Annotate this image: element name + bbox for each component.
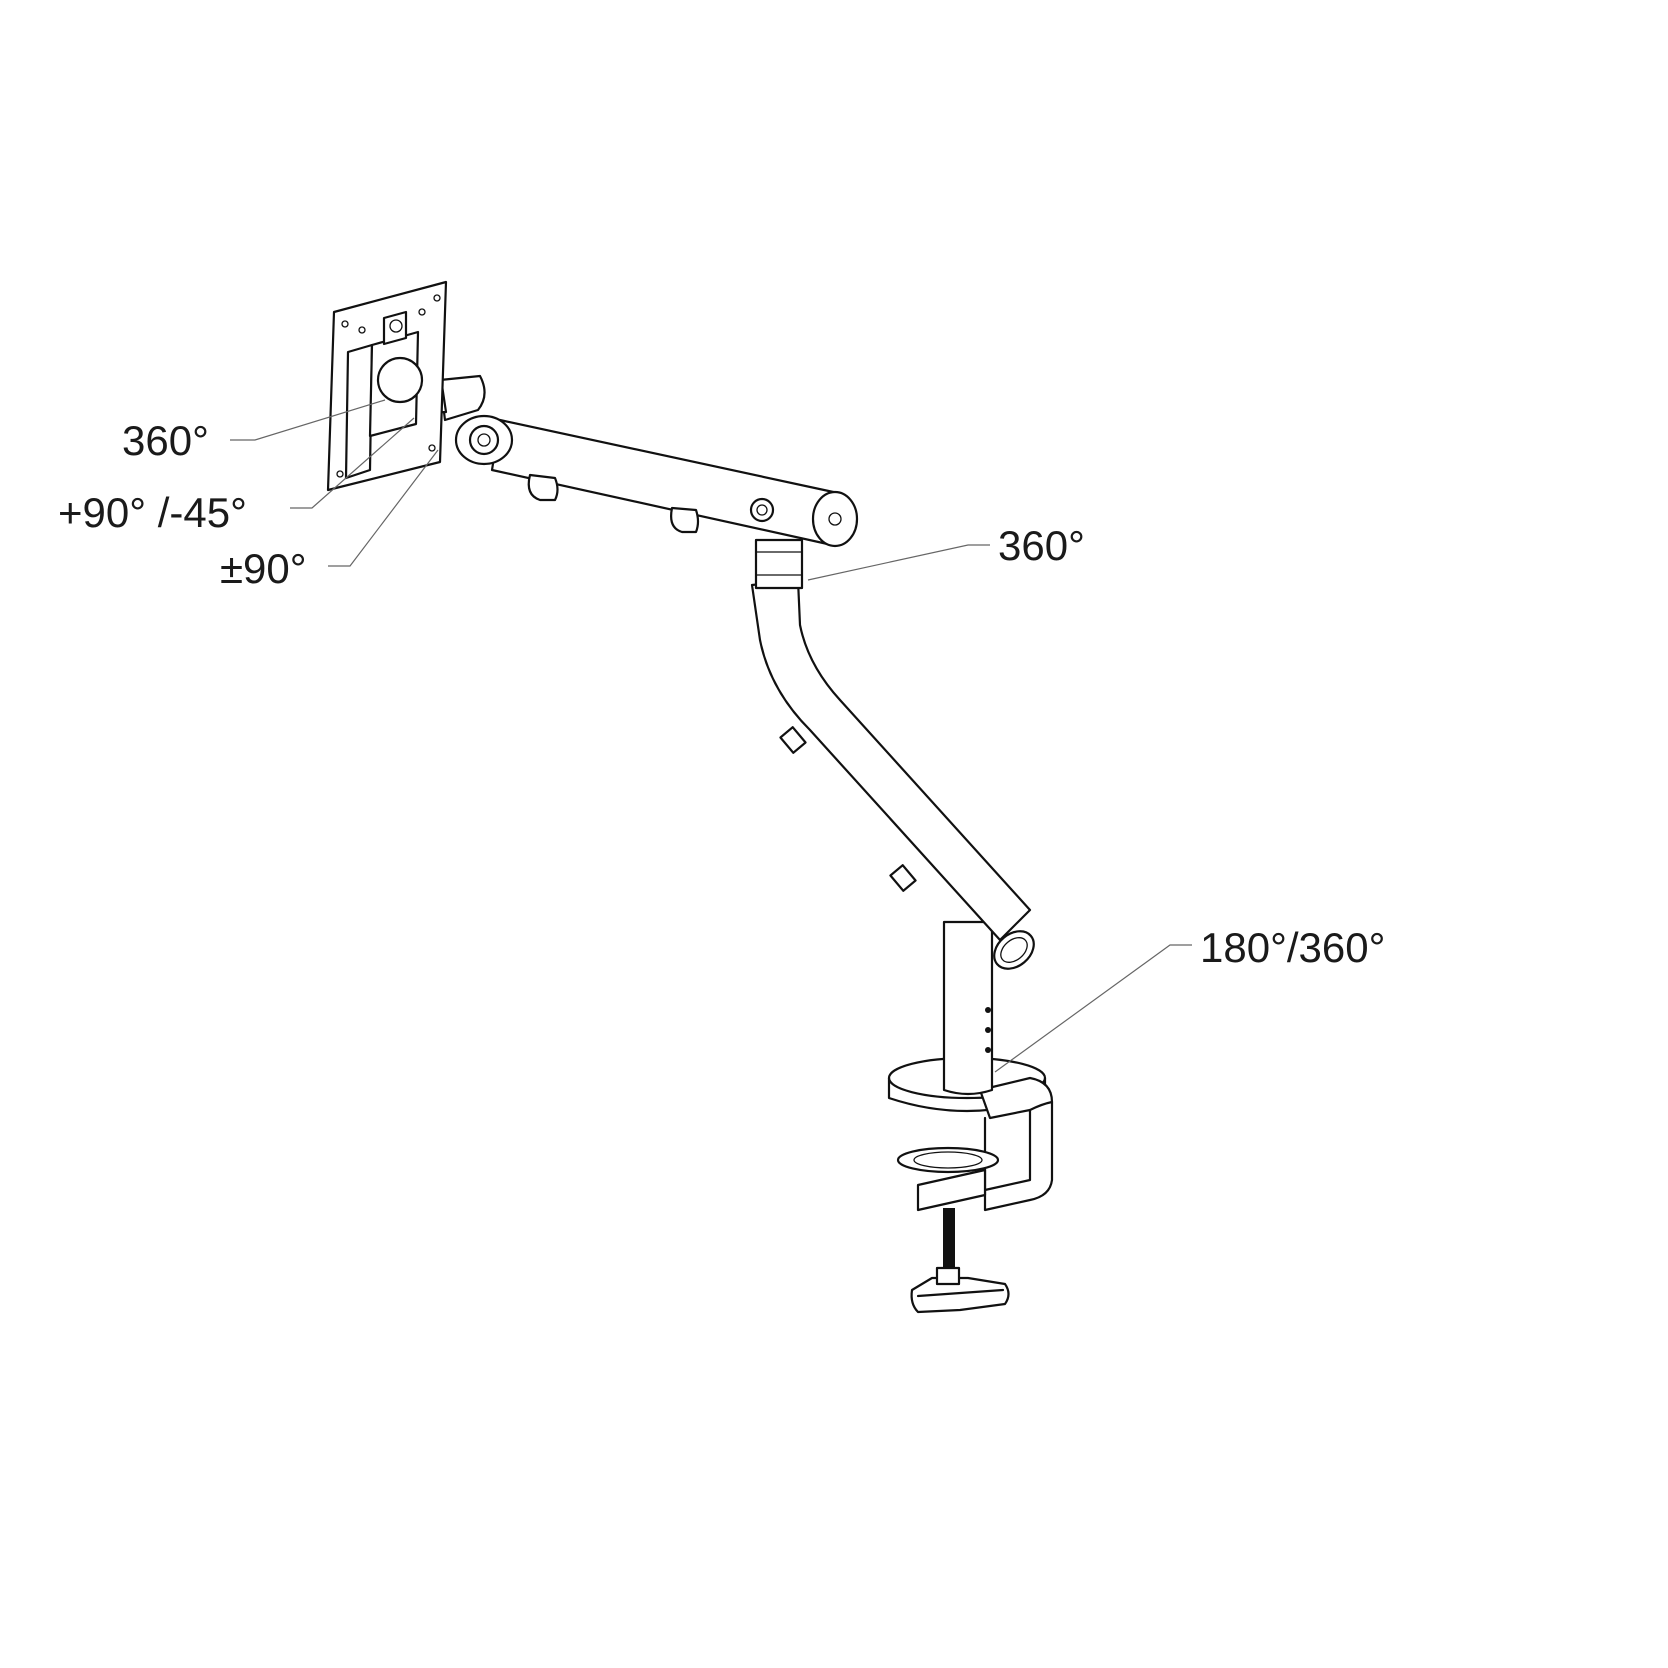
tilt-range-label: +90° /-45°: [58, 489, 247, 536]
vesa-rotation-label: 360°: [122, 417, 209, 464]
arm-rotation-label: 360°: [998, 522, 1085, 569]
leader-lines: [230, 399, 1192, 1073]
elbow-joint: [754, 538, 804, 590]
desk-clamp: [887, 1056, 1054, 1314]
vertical-post: [942, 920, 994, 1096]
vesa-plate: [326, 280, 448, 492]
lower-arm: [750, 578, 1035, 970]
swivel-range-label: ±90°: [220, 545, 307, 592]
base-rotation-label: 180°/360°: [1200, 924, 1386, 971]
upper-arm: [490, 418, 859, 548]
